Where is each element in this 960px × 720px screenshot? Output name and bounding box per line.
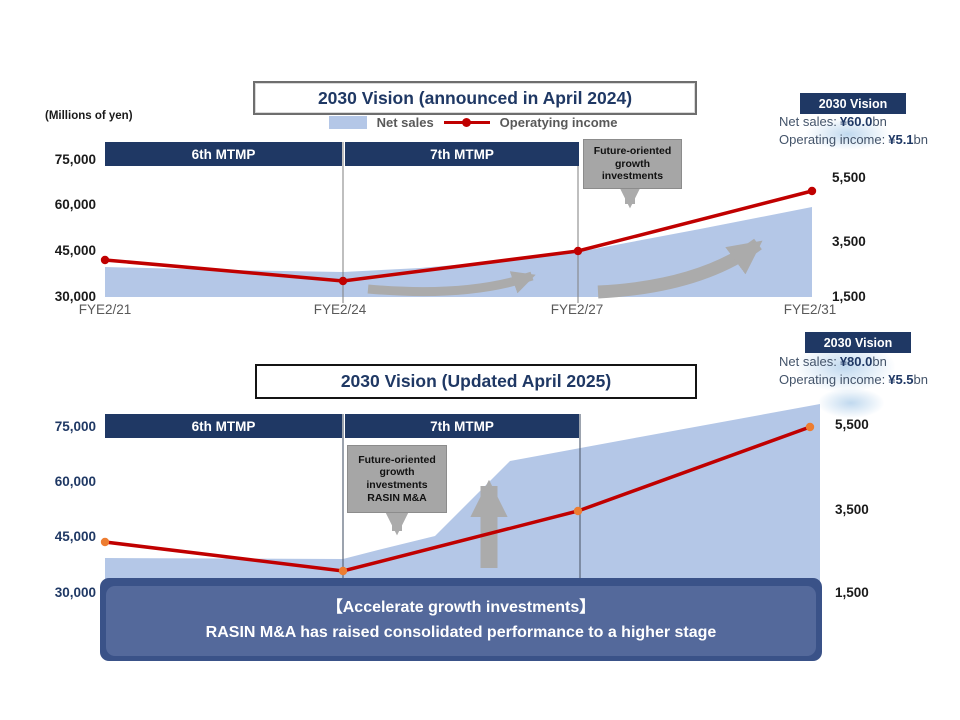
top-y-right-3500: 3,500 <box>832 234 866 249</box>
accelerate-growth-banner: 【Accelerate growth investments】 RASIN M&… <box>106 586 816 656</box>
top-operating-income-summary: Operating income:¥5.1bn <box>779 132 928 147</box>
bottom-operating-income-summary: Operating income:¥5.5bn <box>779 372 928 387</box>
bottom-glow-ellipse-2 <box>818 388 884 418</box>
oi-summary-label: Operating income: <box>779 372 886 387</box>
oi-summary-value: ¥5.5 <box>888 372 914 387</box>
oi-summary-unit: bn <box>913 372 929 387</box>
top-net-sales-summary: Net sales:¥60.0bn <box>779 114 887 129</box>
net-sales-summary-value: ¥60.0 <box>839 114 873 129</box>
legend-net-sales-label: Net sales <box>376 114 434 130</box>
top-operating-income-line <box>100 186 817 286</box>
net-sales-summary-unit: bn <box>872 354 887 369</box>
top-vision-badge: 2030 Vision <box>800 93 906 114</box>
note-line: RASIN M&A <box>367 491 427 504</box>
top-future-investments-note: Future-oriented growth investments <box>583 139 682 189</box>
bottom-y-left-30000: 30,000 <box>54 585 96 600</box>
bottom-chart-title: 2030 Vision (Updated April 2025) <box>255 364 697 399</box>
bottom-6th-mtmp-bar: 6th MTMP <box>105 414 342 438</box>
bottom-operating-income-line <box>100 422 815 576</box>
bottom-future-investments-note: Future-oriented growth investments RASIN… <box>347 445 447 513</box>
bottom-net-sales-summary: Net sales:¥80.0bn <box>779 354 887 369</box>
oi-summary-label: Operating income: <box>779 132 886 147</box>
top-x-fye231: FYE2/31 <box>783 302 837 317</box>
top-glow-ellipse <box>806 118 890 150</box>
top-chart-canvas <box>100 142 817 303</box>
net-sales-summary-label: Net sales: <box>779 354 837 369</box>
top-y-left-45000: 45,000 <box>54 243 96 258</box>
top-y-left-30000: 30,000 <box>54 289 96 304</box>
top-growth-arrow-large <box>597 238 763 299</box>
top-net-sales-area <box>105 207 812 297</box>
top-legend: Net sales Operatying income <box>253 114 693 130</box>
bottom-y-right-1500: 1,500 <box>835 585 869 600</box>
bottom-y-left-75000: 75,000 <box>54 419 96 434</box>
bottom-period-divider-lines <box>342 414 581 588</box>
top-y-right-1500: 1,500 <box>832 289 866 304</box>
note-line: investments <box>601 170 664 183</box>
bottom-vision-badge: 2030 Vision <box>805 332 911 353</box>
note-line: growth <box>615 157 650 170</box>
top-6th-mtmp-bar: 6th MTMP <box>105 142 342 166</box>
top-y-left-75000: 75,000 <box>54 152 96 167</box>
bottom-y-right-3500: 3,500 <box>835 502 869 517</box>
legend-operating-income-label: Operatying income <box>499 114 618 130</box>
bottom-net-sales-area <box>105 404 820 584</box>
operating-income-swatch-icon <box>443 114 490 130</box>
top-period-divider-lines <box>342 142 579 303</box>
bottom-y-right-5500: 5,500 <box>835 417 869 432</box>
note-line: Future-oriented <box>358 453 436 466</box>
top-7th-mtmp-bar: 7th MTMP <box>345 142 579 166</box>
oi-summary-value: ¥5.1 <box>888 132 914 147</box>
top-x-fye221: FYE2/21 <box>78 302 132 317</box>
bottom-7th-mtmp-bar: 7th MTMP <box>345 414 579 438</box>
banner-line-2: RASIN M&A has raised consolidated perfor… <box>205 624 717 641</box>
top-growth-arrow-small <box>367 271 536 297</box>
bottom-y-left-60000: 60,000 <box>54 474 96 489</box>
bottom-chart-canvas <box>100 404 820 588</box>
top-x-fye224: FYE2/24 <box>313 302 367 317</box>
note-line: growth <box>379 466 415 479</box>
net-sales-summary-label: Net sales: <box>779 114 837 129</box>
oi-summary-unit: bn <box>913 132 929 147</box>
net-sales-swatch-icon <box>328 115 367 129</box>
net-sales-summary-unit: bn <box>872 114 887 129</box>
top-x-fye227: FYE2/27 <box>550 302 604 317</box>
note-line: Future-oriented <box>593 145 672 158</box>
note-line: investments <box>366 479 428 491</box>
net-sales-summary-value: ¥80.0 <box>839 354 873 369</box>
banner-line-1: 【Accelerate growth investments】 <box>326 599 596 617</box>
top-y-right-5500: 5,500 <box>832 170 866 185</box>
top-y-left-60000: 60,000 <box>54 197 96 212</box>
bottom-y-left-45000: 45,000 <box>54 529 96 544</box>
top-chart-title: 2030 Vision (announced in April 2024) <box>253 81 697 115</box>
units-label: (Millions of yen) <box>45 110 133 122</box>
